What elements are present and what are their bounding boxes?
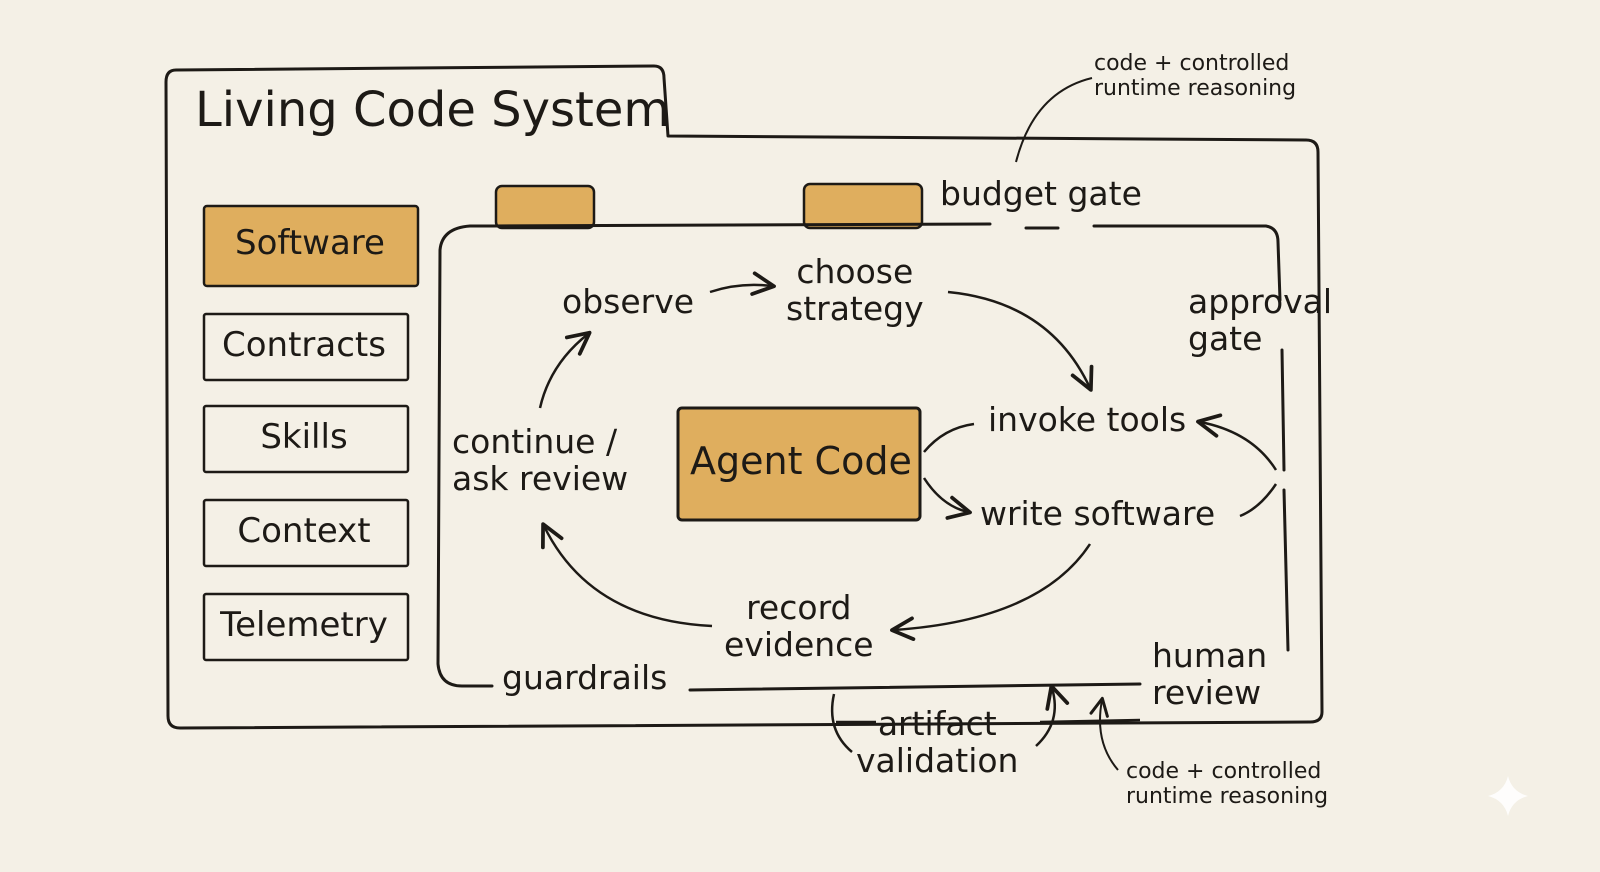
loop-invoke-tools: invoke tools (988, 400, 1187, 439)
arrow-record-to-continue (541, 522, 713, 628)
artifact-right-dash (1039, 718, 1141, 724)
loop-observe: observe (562, 282, 695, 321)
arrow-strategy-to-invoke (947, 290, 1094, 392)
arrow-observe-to-strategy (709, 271, 776, 296)
inner-frame (436, 222, 1290, 692)
diagram-title: Living Code System (195, 82, 671, 138)
guardrails-label: guardrails (502, 658, 668, 697)
loop-write-software: write software (980, 494, 1216, 533)
budget-gate-label: budget gate (940, 174, 1142, 213)
agent-code-label: Agent Code (690, 439, 912, 483)
arrow-continue-to-observe (538, 330, 592, 409)
sidebar-box-software (202, 204, 420, 288)
loop-continue-review: continue / ask review (452, 422, 629, 498)
sidebar-item-contracts: Contracts (222, 325, 386, 365)
outer-frame (164, 64, 1324, 730)
artifact-right-arrow (1035, 684, 1070, 747)
sidebar-box-telemetry (202, 592, 410, 662)
sidebar-box-skills (202, 404, 410, 474)
loop-record-evidence: record evidence (724, 588, 874, 664)
sidebar-item-skills: Skills (260, 417, 348, 457)
sidebar-box-contracts (202, 312, 410, 382)
sidebar-item-context: Context (237, 511, 371, 551)
arrow-agent-to-invoke (923, 422, 975, 453)
inner-tab-right (802, 182, 924, 230)
approval-gate-label: approval gate (1188, 282, 1333, 358)
agent-code-box (676, 406, 922, 522)
sidebar-box-context (202, 498, 410, 568)
artifact-validation-label: artifact validation (856, 704, 1019, 780)
sidebar-item-software: Software (235, 223, 385, 263)
note-top-leader (1015, 77, 1093, 163)
artifact-left-arc (830, 693, 853, 753)
inner-tab-left (494, 184, 596, 230)
sparkle-icon (1488, 776, 1528, 816)
sidebar-item-telemetry: Telemetry (220, 605, 388, 645)
line-gate-to-write (1239, 483, 1278, 518)
arrow-write-to-record (890, 543, 1092, 641)
note-bottom: code + controlled runtime reasoning (1126, 759, 1329, 809)
arrow-gate-to-invoke (1196, 413, 1278, 471)
loop-choose-strategy: choose strategy (786, 252, 924, 328)
note-bottom-leader (1089, 696, 1119, 771)
arrow-agent-to-write (922, 477, 972, 520)
note-top: code + controlled runtime reasoning (1094, 51, 1297, 101)
human-review-label: human review (1152, 636, 1268, 712)
